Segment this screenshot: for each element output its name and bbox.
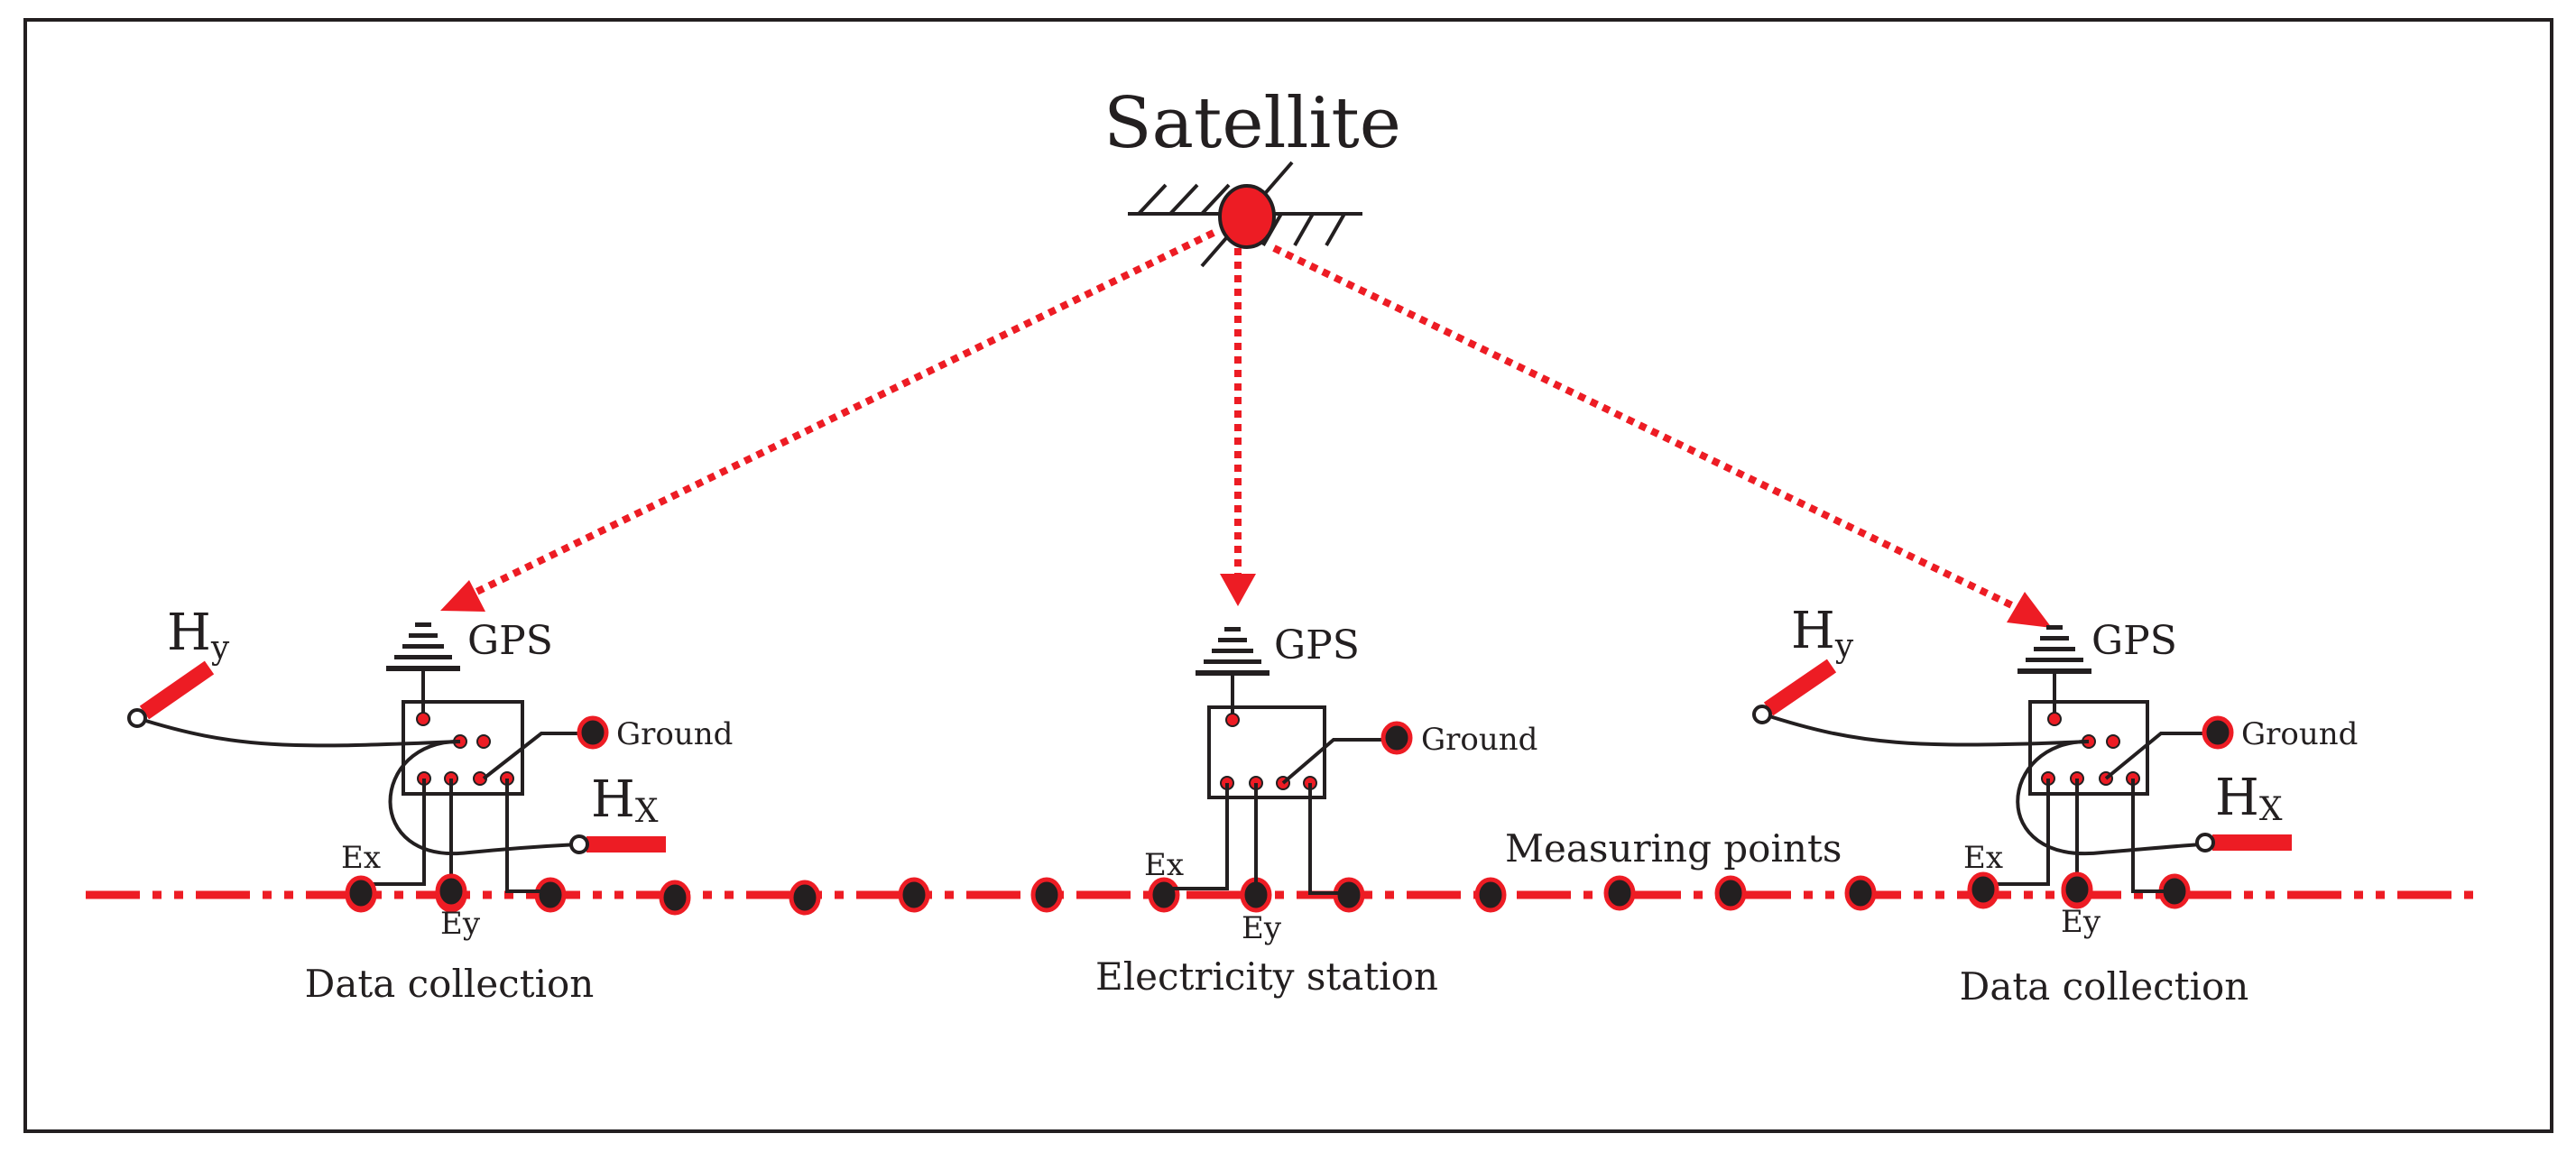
signal-arrow-right	[1272, 244, 2021, 613]
measuring-point	[898, 877, 930, 913]
measuring-point	[1844, 875, 1877, 911]
signal-arrowheads	[440, 574, 2052, 628]
ey-electrode	[2061, 871, 2093, 908]
measuring-points-label: Measuring points	[1505, 826, 1842, 871]
ey-label: Ey	[440, 906, 481, 942]
ground-label: Ground	[2241, 716, 2358, 752]
recorder-box	[2028, 700, 2149, 796]
hy-magnetometer-icon	[1752, 659, 1837, 724]
diagram-frame	[23, 18, 2553, 1133]
wires	[1164, 738, 1385, 895]
hy-label: Hy	[1791, 602, 1854, 665]
station-label: Electricity station	[1095, 954, 1438, 999]
recorder-terminals	[416, 712, 514, 786]
ex-label: Ex	[341, 840, 381, 876]
recorder-box	[1207, 705, 1326, 799]
ground-electrode	[1380, 721, 1413, 755]
station-data-collection-right: GPS Ground Hy	[1752, 602, 2358, 1009]
measuring-point	[1714, 875, 1747, 911]
ex-label: Ex	[1963, 840, 2003, 876]
measuring-point	[1474, 877, 1507, 913]
hx-label: HX	[591, 770, 659, 830]
ex-electrode	[345, 875, 377, 911]
hy-label: Hy	[167, 604, 230, 667]
satellite-icon	[1128, 161, 1362, 268]
station-label: Data collection	[305, 962, 595, 1006]
ex-label: Ex	[1144, 847, 1184, 883]
measuring-point	[1603, 875, 1636, 911]
recorder-terminals	[1220, 713, 1317, 790]
hx-magnetometer-icon	[569, 834, 666, 854]
hy-magnetometer-icon	[127, 660, 215, 728]
ey-label: Ey	[1242, 910, 1282, 946]
wires	[136, 716, 582, 893]
arrowhead-center	[1220, 574, 1256, 606]
arrowhead-left	[440, 580, 485, 612]
ground-label: Ground	[1421, 722, 1537, 758]
station-data-collection-left: GPS Ground Hy	[127, 604, 733, 1006]
gps-label: GPS	[1274, 622, 1360, 668]
ground-label: Ground	[616, 716, 733, 752]
gps-antenna-icon	[1196, 627, 1270, 718]
hx-magnetometer-icon	[2195, 833, 2292, 852]
ey-label: Ey	[2061, 904, 2101, 940]
gps-label: GPS	[2091, 618, 2177, 664]
station-label: Data collection	[1960, 964, 2249, 1009]
measuring-point	[1030, 877, 1063, 913]
gps-label: GPS	[467, 618, 553, 664]
measuring-point	[1148, 877, 1180, 913]
ex-electrode	[1967, 871, 1999, 908]
ground-electrode	[2202, 715, 2234, 750]
signal-arrow-left	[467, 229, 1215, 599]
gps-antenna-icon	[386, 622, 460, 717]
satellite-label: Satellite	[1103, 83, 1401, 164]
hx-label: HX	[2215, 769, 2283, 828]
gps-antenna-icon	[2017, 625, 2091, 717]
signal-arrows	[467, 229, 2021, 613]
measuring-point	[534, 877, 567, 913]
arrowhead-right	[2007, 592, 2052, 628]
measuring-point	[659, 880, 691, 916]
ground-electrode	[577, 715, 609, 750]
satellite-group: Satellite	[1103, 83, 1401, 268]
station-electricity: GPS Ground Ex Ey Electricity station	[1095, 622, 1537, 999]
measuring-point	[789, 880, 821, 916]
ey-electrode	[435, 873, 467, 909]
